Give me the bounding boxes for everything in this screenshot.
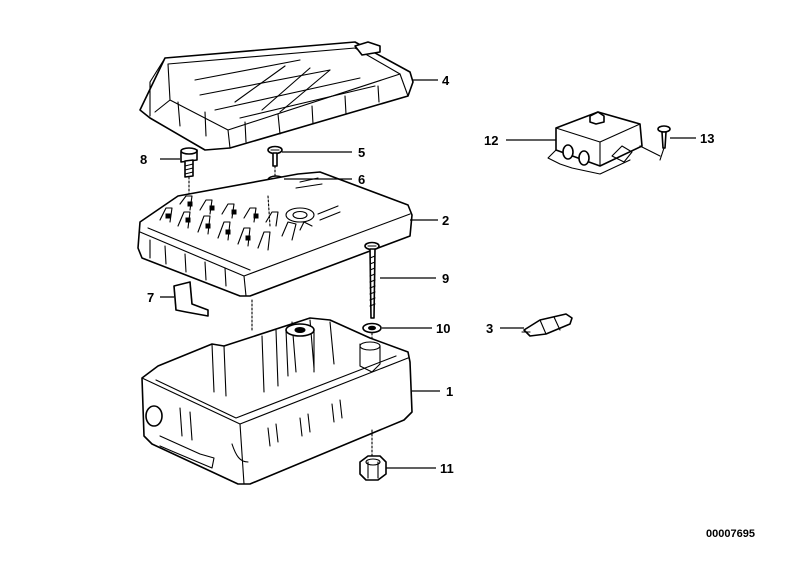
callout-2: 2 [442,213,449,228]
callout-11: 11 [440,461,454,476]
callout-10: 10 [436,321,450,336]
callout-8: 8 [140,152,147,167]
callout-9: 9 [442,271,449,286]
part-nut-11[interactable] [359,455,387,481]
callout-3: 3 [486,321,493,336]
part-washer-10[interactable] [362,322,382,345]
callout-7: 7 [147,290,154,305]
callout-12: 12 [484,133,498,148]
leader-lines [160,79,696,469]
part-bolt-8[interactable] [180,147,198,199]
callout-13: 13 [700,131,714,146]
part-housing[interactable] [141,299,413,485]
part-long-bolt-9[interactable] [364,241,380,319]
part-fuse-carrier[interactable] [137,171,413,297]
callout-4: 4 [442,73,450,88]
part-relay-12[interactable] [547,111,661,175]
part-screw-5[interactable] [267,145,283,177]
document-number: 00007695 [706,528,755,540]
part-cover[interactable] [139,41,414,151]
callout-5: 5 [358,145,365,160]
part-screw-13[interactable] [657,125,671,161]
callout-6: 6 [358,172,365,187]
part-bracket-7[interactable] [173,281,209,317]
callout-1: 1 [446,384,453,399]
part-fuse-3[interactable] [521,313,573,337]
